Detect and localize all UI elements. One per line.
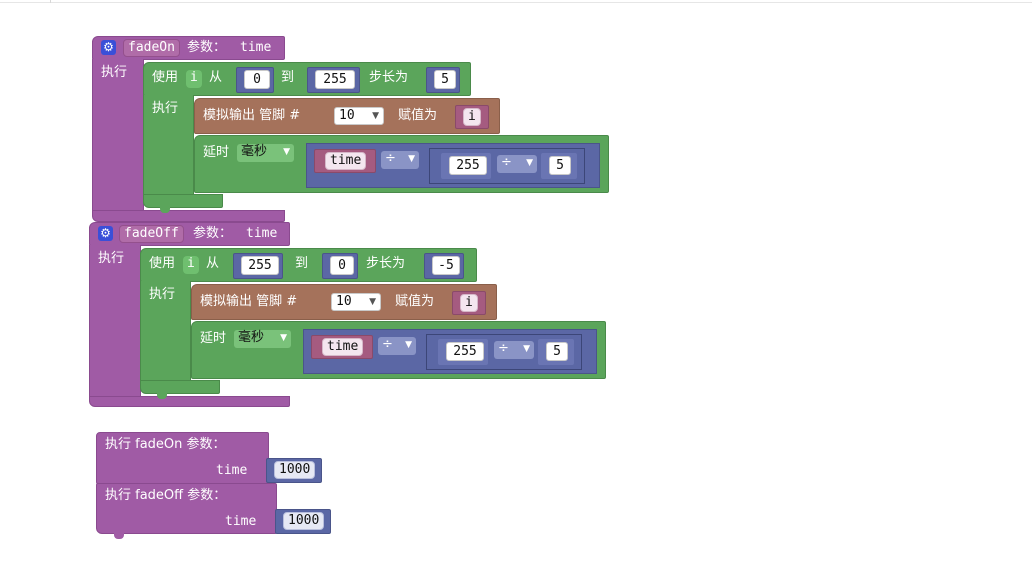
do-label: 执行 [101,65,128,80]
block-notch [160,207,170,213]
procedure-name-field[interactable]: fadeOn [123,39,180,57]
delay-label: 延时 [200,331,227,346]
param-name: time [246,226,278,241]
loop-step-label: 步长为 [369,70,409,85]
procedure-body-spine [89,245,141,397]
loop-to-label: 到 [295,256,309,271]
time-unit-value: 毫秒 [238,330,265,345]
call-value-field[interactable]: 1000 [283,512,325,530]
step-value-field[interactable]: -5 [432,256,460,275]
procedure-body-spine [92,59,144,211]
triangle-down-icon: ▼ [408,154,415,164]
call-label: 执行 fadeOff 参数： [105,488,227,503]
numerator-field[interactable]: 255 [449,156,487,175]
operator-dropdown[interactable]: ÷ ▼ [381,151,419,169]
numerator-field[interactable]: 255 [446,342,484,361]
block-notch [157,393,167,399]
triangle-down-icon: ▼ [405,340,412,350]
workspace-tick [50,0,51,3]
pin-dropdown[interactable]: 10 ▼ [331,293,381,311]
operator-value: ÷ [382,337,393,352]
denominator-field[interactable]: 5 [546,342,568,361]
call-param-name: time [225,514,257,529]
call-label: 执行 fadeOn 参数： [105,437,226,452]
time-unit-dropdown[interactable]: 毫秒 ▼ [237,144,294,162]
inner-operator-dropdown[interactable]: ÷ ▼ [497,155,537,173]
assign-label: 赋值为 [398,108,438,123]
loop-variable-field[interactable]: i [183,256,199,274]
call-fadeoff-block[interactable]: 执行 fadeOff 参数： time [96,483,277,534]
operator-value: ÷ [385,151,396,166]
assign-label: 赋值为 [395,294,435,309]
call-value-field[interactable]: 1000 [274,461,316,479]
for-loop-spine [143,95,194,195]
step-value-field[interactable]: 5 [434,70,456,89]
time-unit-value: 毫秒 [241,144,268,159]
triangle-down-icon: ▼ [523,344,530,354]
start-value-field[interactable]: 255 [241,256,279,275]
do-label: 执行 [98,251,125,266]
procedure-name-field[interactable]: fadeOff [119,225,184,243]
procedure-footer [89,396,290,407]
gear-icon[interactable]: ⚙ [101,40,116,55]
block-notch [114,533,124,539]
param-name: time [240,40,272,55]
pin-value: 10 [339,108,355,123]
triangle-down-icon: ▼ [372,111,379,121]
pin-dropdown[interactable]: 10 ▼ [334,107,384,125]
procedure-footer [92,210,285,222]
variable-i-field[interactable]: i [460,294,478,312]
inner-operator-value: ÷ [498,341,509,356]
loop-from-label: 从 [206,256,220,271]
variable-i-field[interactable]: i [463,108,481,126]
inner-operator-value: ÷ [501,155,512,170]
call-param-name: time [216,463,248,478]
loop-from-label: 从 [209,70,223,85]
denominator-field[interactable]: 5 [549,156,571,175]
for-loop-spine [140,281,191,381]
operator-dropdown[interactable]: ÷ ▼ [378,337,416,355]
loop-to-label: 到 [281,70,295,85]
for-loop-footer [140,380,220,394]
pin-value: 10 [336,294,352,309]
time-unit-dropdown[interactable]: 毫秒 ▼ [234,330,291,348]
time-variable-field[interactable]: time [325,152,367,170]
triangle-down-icon: ▼ [280,333,287,343]
end-value-field[interactable]: 255 [315,70,355,89]
for-loop-block[interactable] [140,248,477,282]
inner-operator-dropdown[interactable]: ÷ ▼ [494,341,534,359]
end-value-field[interactable]: 0 [330,256,354,275]
params-label: 参数： [187,40,227,55]
time-variable-field[interactable]: time [322,338,364,356]
analog-write-label: 模拟输出 管脚 # [200,294,298,309]
loop-do-label: 执行 [149,287,176,302]
delay-label: 延时 [203,145,230,160]
analog-write-label: 模拟输出 管脚 # [203,108,301,123]
triangle-down-icon: ▼ [526,158,533,168]
triangle-down-icon: ▼ [369,297,376,307]
loop-step-label: 步长为 [366,256,406,271]
for-loop-footer [143,194,223,208]
loop-use-label: 使用 [152,70,179,85]
loop-do-label: 执行 [152,101,179,116]
params-label: 参数： [193,226,233,241]
gear-icon[interactable]: ⚙ [98,226,113,241]
loop-variable-field[interactable]: i [186,70,202,88]
loop-use-label: 使用 [149,256,176,271]
start-value-field[interactable]: 0 [244,70,270,89]
triangle-down-icon: ▼ [283,147,290,157]
workspace-top-border [0,2,1032,3]
call-fadeon-block[interactable]: 执行 fadeOn 参数： time [96,432,269,484]
